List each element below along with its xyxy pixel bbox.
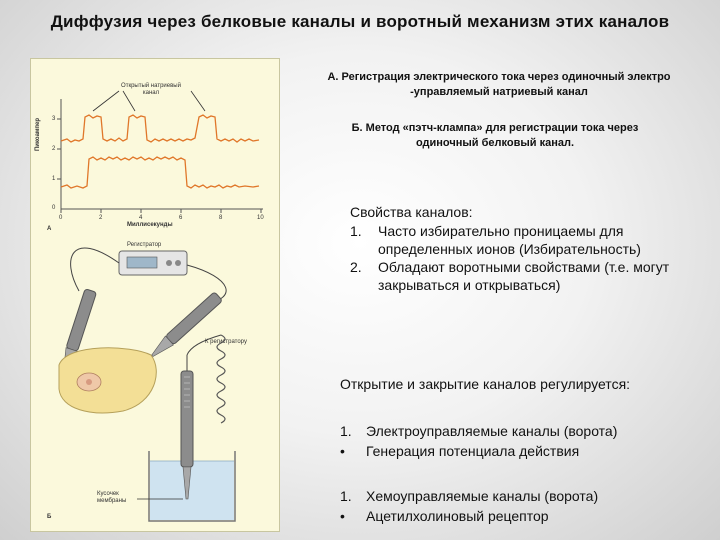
caption-b: Б. Метод «пэтч-клампа» для регистрации т… xyxy=(351,122,639,149)
item-text: Обладают воротными свойствами (т.е. могу… xyxy=(378,259,670,293)
electro-gated-list: 1. Электроуправляемые каналы (ворота) • … xyxy=(340,421,710,461)
properties-heading: Свойства каналов: xyxy=(350,204,473,220)
item-text: Хемоуправляемые каналы (ворота) xyxy=(366,488,599,504)
list-item: 1. Электроуправляемые каналы (ворота) xyxy=(340,421,710,441)
caption-a: А. Регистрация электрического тока через… xyxy=(327,71,671,98)
chemo-gated-list: 1. Хемоуправляемые каналы (ворота) • Аце… xyxy=(340,486,710,526)
panel-a-label: А xyxy=(47,226,52,232)
item-marker: 1. xyxy=(340,488,352,504)
panel-b-label: Б xyxy=(47,514,52,520)
list-item: • Генерация потенциала действия xyxy=(340,441,710,461)
x-tick-label: 2 xyxy=(99,215,103,221)
to-recorder-label: К регистратору xyxy=(205,339,247,345)
list-item: 1. Часто избирательно проницаемы для опр… xyxy=(350,222,700,258)
y-axis-label: Пикоампер xyxy=(35,118,41,151)
y-tick-label: 1 xyxy=(52,176,56,182)
item-text: Часто избирательно проницаемы для опреде… xyxy=(378,223,641,257)
x-tick-label: 0 xyxy=(59,215,63,221)
y-tick-label: 0 xyxy=(52,205,56,211)
item-text: Электроуправляемые каналы (ворота) xyxy=(366,423,618,439)
item-number: 2. xyxy=(350,259,362,275)
channel-properties: Свойства каналов: 1. Часто избирательно … xyxy=(350,203,700,294)
x-tick-label: 6 xyxy=(179,215,183,221)
x-tick-label: 8 xyxy=(219,215,223,221)
x-tick-label: 10 xyxy=(257,215,264,221)
y-tick-label: 2 xyxy=(52,146,56,152)
slide-title: Диффузия через белковые каналы и воротны… xyxy=(50,12,670,31)
illustration-graphic xyxy=(57,90,263,522)
illustration-figure: Открытый натриевый канал Пикоампер 3 2 1… xyxy=(30,58,280,532)
bullet-marker: • xyxy=(340,443,345,459)
x-axis-label: Миллисекунды xyxy=(127,222,173,228)
membrane-piece-label: Кусочек мембраны xyxy=(97,491,127,504)
bullet-marker: • xyxy=(340,508,345,524)
list-item: 1. Хемоуправляемые каналы (ворота) xyxy=(340,486,710,506)
regulation-heading: Открытие и закрытие каналов регулируется… xyxy=(340,376,631,392)
open-channel-label: Открытый натриевый канал xyxy=(121,83,181,96)
list-item: 2. Обладают воротными свойствами (т.е. м… xyxy=(350,258,700,294)
y-tick-label: 3 xyxy=(52,116,56,122)
item-text: Ацетилхолиновый рецептор xyxy=(366,508,549,524)
recorder-label: Регистратор xyxy=(127,242,162,248)
item-text: Генерация потенциала действия xyxy=(366,443,580,459)
list-item: • Ацетилхолиновый рецептор xyxy=(340,506,710,526)
x-tick-label: 4 xyxy=(139,215,143,221)
item-marker: 1. xyxy=(340,423,352,439)
item-number: 1. xyxy=(350,223,362,239)
